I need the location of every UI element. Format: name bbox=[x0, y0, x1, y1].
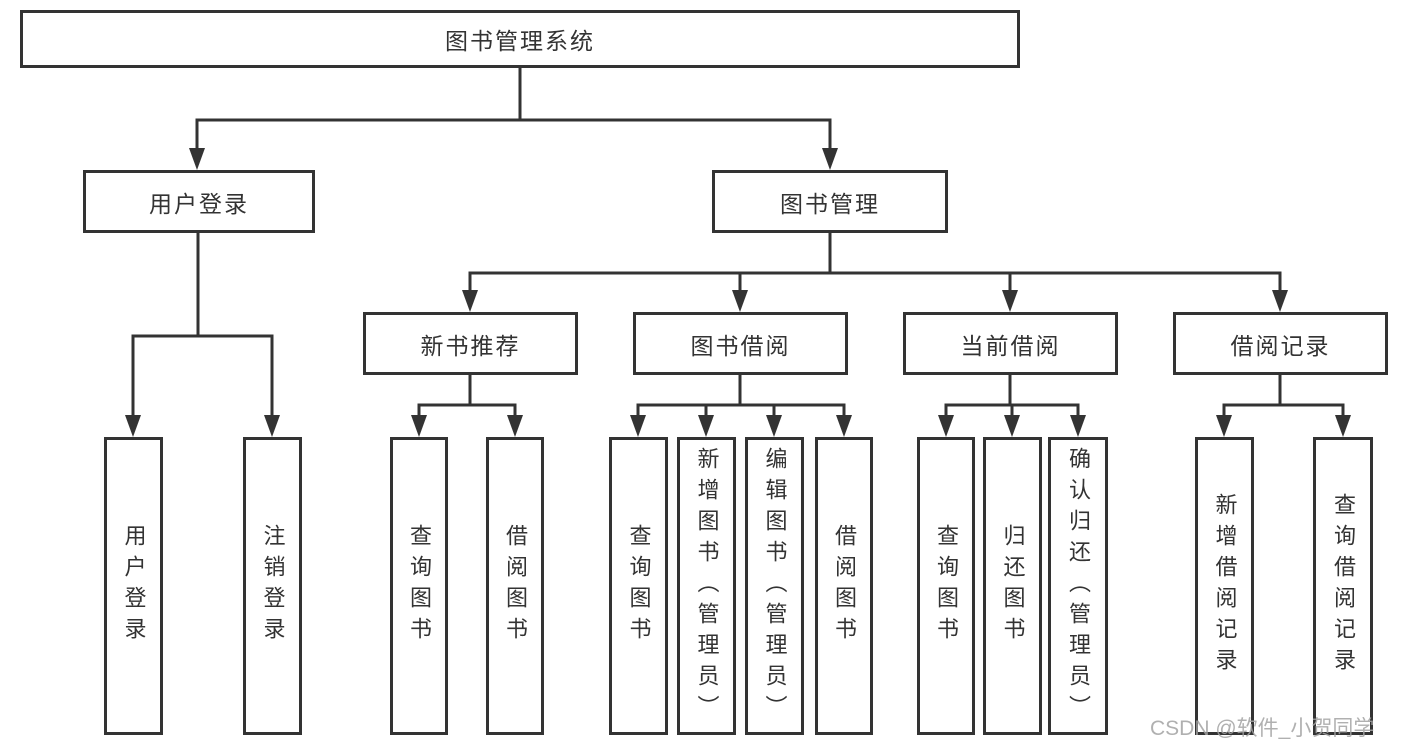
node-borrow-records: 借阅记录 bbox=[1173, 312, 1388, 375]
node-library-system: 图书管理系统 bbox=[20, 10, 1020, 68]
leaf-borrow-books: 借阅图书 bbox=[815, 437, 873, 735]
node-library-system-label: 图书管理系统 bbox=[445, 28, 595, 54]
node-new-book-recommend: 新书推荐 bbox=[363, 312, 578, 375]
leaf-query-books-current: 查询图书 bbox=[917, 437, 975, 735]
leaf-user-login: 用户登录 bbox=[104, 437, 163, 735]
leaf-return-books-label: 归还图书 bbox=[1000, 524, 1026, 648]
leaf-add-borrow-record-label: 新增借阅记录 bbox=[1212, 493, 1238, 679]
leaf-query-books-recommend-label: 查询图书 bbox=[407, 524, 432, 648]
leaf-logout: 注销登录 bbox=[243, 437, 302, 735]
node-borrow-records-label: 借阅记录 bbox=[1230, 332, 1331, 359]
leaf-query-books-current-label: 查询图书 bbox=[934, 524, 959, 648]
node-book-management-label: 图书管理 bbox=[780, 190, 880, 217]
node-user-login: 用户登录 bbox=[83, 170, 315, 233]
node-book-management: 图书管理 bbox=[712, 170, 948, 233]
leaf-borrow-books-recommend: 借阅图书 bbox=[486, 437, 544, 735]
leaf-confirm-return-admin-label: 确认归还（管理员） bbox=[1066, 446, 1091, 726]
node-book-borrow-label: 图书借阅 bbox=[690, 332, 791, 359]
node-current-borrow-label: 当前借阅 bbox=[960, 332, 1061, 359]
watermark: CSDN @软件_小贺同学 bbox=[1150, 717, 1375, 740]
leaf-add-book-admin: 新增图书（管理员） bbox=[677, 437, 736, 735]
leaf-query-books-borrow: 查询图书 bbox=[609, 437, 668, 735]
node-book-borrow: 图书借阅 bbox=[633, 312, 848, 375]
leaf-query-books-borrow-label: 查询图书 bbox=[626, 524, 652, 648]
leaf-confirm-return-admin: 确认归还（管理员） bbox=[1048, 437, 1108, 735]
node-new-book-recommend-label: 新书推荐 bbox=[420, 332, 521, 359]
node-user-login-label: 用户登录 bbox=[149, 190, 249, 217]
leaf-logout-label: 注销登录 bbox=[260, 524, 286, 648]
leaf-query-borrow-record-label: 查询借阅记录 bbox=[1331, 493, 1356, 679]
leaf-return-books: 归还图书 bbox=[983, 437, 1042, 735]
leaf-user-login-label: 用户登录 bbox=[121, 524, 147, 648]
leaf-query-borrow-record: 查询借阅记录 bbox=[1313, 437, 1373, 735]
leaf-add-book-admin-label: 新增图书（管理员） bbox=[694, 446, 720, 726]
leaf-edit-book-admin: 编辑图书（管理员） bbox=[745, 437, 804, 735]
node-current-borrow: 当前借阅 bbox=[903, 312, 1118, 375]
leaf-borrow-books-label: 借阅图书 bbox=[832, 524, 857, 648]
leaf-edit-book-admin-label: 编辑图书（管理员） bbox=[762, 446, 788, 726]
leaf-query-books-recommend: 查询图书 bbox=[390, 437, 448, 735]
leaf-borrow-books-recommend-label: 借阅图书 bbox=[503, 524, 528, 648]
leaf-add-borrow-record: 新增借阅记录 bbox=[1195, 437, 1254, 735]
